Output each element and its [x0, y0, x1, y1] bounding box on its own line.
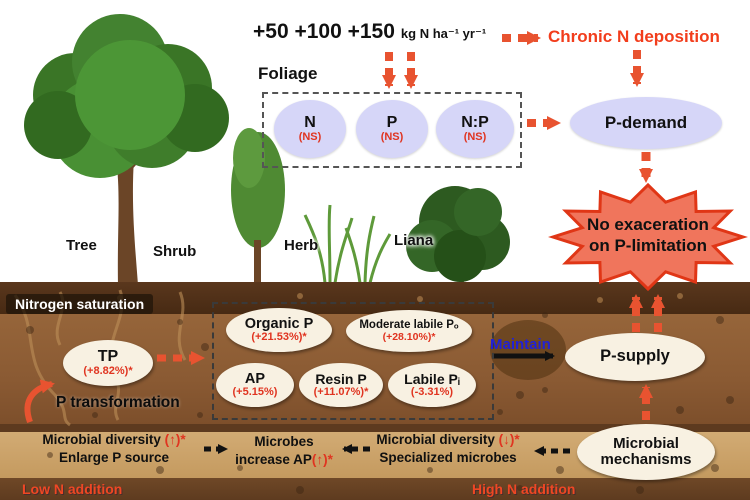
high-n-addition-label: High N addition: [472, 481, 576, 497]
foliage-p-label: P: [386, 113, 398, 131]
p-pools-box: [212, 302, 494, 420]
labile-pi-ellipse: Labile Pᵢ (-3.31%): [388, 363, 476, 407]
foliage-n-label: N: [304, 113, 316, 131]
foliage-ellipse-p: P (NS): [356, 100, 428, 158]
tree-graphic: [24, 14, 229, 285]
organic-p-label: Organic P: [244, 315, 314, 332]
plant-label-tree: Tree: [66, 237, 97, 254]
n-dose-unit: kg N ha⁻¹ yr⁻¹: [400, 26, 487, 41]
foliage-np-label: N:P: [461, 113, 489, 131]
p-supply-label: P-supply: [600, 347, 670, 366]
foliage-np-value: (NS): [463, 130, 487, 143]
moderate-labile-po-value: (+28.10%)*: [382, 330, 436, 343]
foliage-title: Foliage: [258, 64, 318, 83]
plant-label-liana: Liana: [394, 232, 434, 249]
starburst-line2: on P-limitation: [588, 236, 708, 256]
up-arrow-glyph: (↑)*: [164, 432, 186, 447]
foliage-p-value: (NS): [380, 130, 404, 143]
p-transformation-label: P transformation: [56, 394, 180, 411]
plant-label-herb: Herb: [284, 237, 319, 254]
no-exacerbation-label: No exaceration on P-limitation: [556, 214, 740, 257]
labile-pi-label: Labile Pᵢ: [404, 370, 460, 387]
microbial-left-text: Microbial diversity: [42, 432, 161, 447]
foliage-ellipse-n: N (NS): [274, 100, 346, 158]
organic-p-value: (+21.53%)*: [251, 330, 307, 343]
maintain-label: Maintain: [490, 336, 551, 353]
microbial-mechanisms-ellipse: Microbial mechanisms: [577, 424, 715, 480]
tp-ellipse: TP (+8.82%)*: [63, 340, 153, 386]
tp-value: (+8.82%)*: [83, 364, 133, 377]
moderate-labile-po-label: Moderate labile Pₒ: [359, 319, 459, 332]
resin-p-value: (+11.07%)*: [313, 385, 369, 398]
tp-label: TP: [97, 347, 119, 365]
n-dose-line: +50 +100 +150 kg N ha⁻¹ yr⁻¹: [253, 20, 486, 44]
soil-bottom-band: [0, 478, 750, 500]
mechanisms-line2: mechanisms: [600, 451, 692, 468]
plant-label-shrub: Shrub: [153, 243, 197, 260]
microbial-left-line2: Enlarge P source: [58, 450, 170, 466]
starburst-line1: No exaceration: [587, 215, 709, 234]
microbial-mid-line2: increase AP(↑)*: [230, 451, 338, 469]
foliage-box: [262, 92, 522, 168]
nitrogen-saturation-badge: Nitrogen saturation: [6, 294, 154, 314]
microbial-right-text: Microbial diversity: [376, 432, 495, 447]
ap-ellipse: AP (+5.15%): [216, 363, 294, 407]
microbial-mid-line1: Microbes: [254, 434, 314, 449]
microbes-increase-ap-text: Microbes increase AP(↑)*: [230, 433, 338, 469]
chronic-n-deposition-label: Chronic N deposition: [548, 27, 720, 46]
resin-p-ellipse: Resin P (+11.07%)*: [299, 363, 383, 407]
mechanisms-line1: Microbial: [613, 435, 679, 453]
organic-p-ellipse: Organic P (+21.53%)*: [226, 308, 332, 352]
ap-value: (+5.15%): [232, 385, 278, 398]
p-demand-label: P-demand: [604, 113, 688, 133]
p-supply-ellipse: P-supply: [565, 333, 705, 381]
down-arrow-glyph: (↓)*: [498, 432, 520, 447]
low-n-addition-label: Low N addition: [22, 481, 123, 497]
soil-separator: [0, 424, 750, 432]
ap-label: AP: [244, 370, 266, 387]
up-arrow-glyph: (↑)*: [311, 452, 333, 468]
resin-p-label: Resin P: [315, 370, 367, 387]
p-demand-ellipse: P-demand: [570, 97, 722, 149]
n-dose-values: +50 +100 +150: [253, 20, 395, 43]
moderate-labile-po-ellipse: Moderate labile Pₒ (+28.10%)*: [346, 310, 472, 352]
microbial-left-line1: Microbial diversity (↑)*: [25, 431, 203, 449]
microbial-diversity-down-text: Microbial diversity (↓)* Specialized mic…: [368, 431, 528, 467]
microbial-right-line1: Microbial diversity (↓)*: [368, 431, 528, 449]
labile-pi-value: (-3.31%): [410, 385, 454, 398]
microbial-mid-text: increase AP: [235, 452, 312, 468]
foliage-n-value: (NS): [298, 130, 322, 143]
microbial-diversity-up-text: Microbial diversity (↑)* Enlarge P sourc…: [25, 431, 203, 467]
foliage-ellipse-np: N:P (NS): [436, 100, 514, 158]
microbial-right-line2: Specialized microbes: [379, 450, 517, 466]
